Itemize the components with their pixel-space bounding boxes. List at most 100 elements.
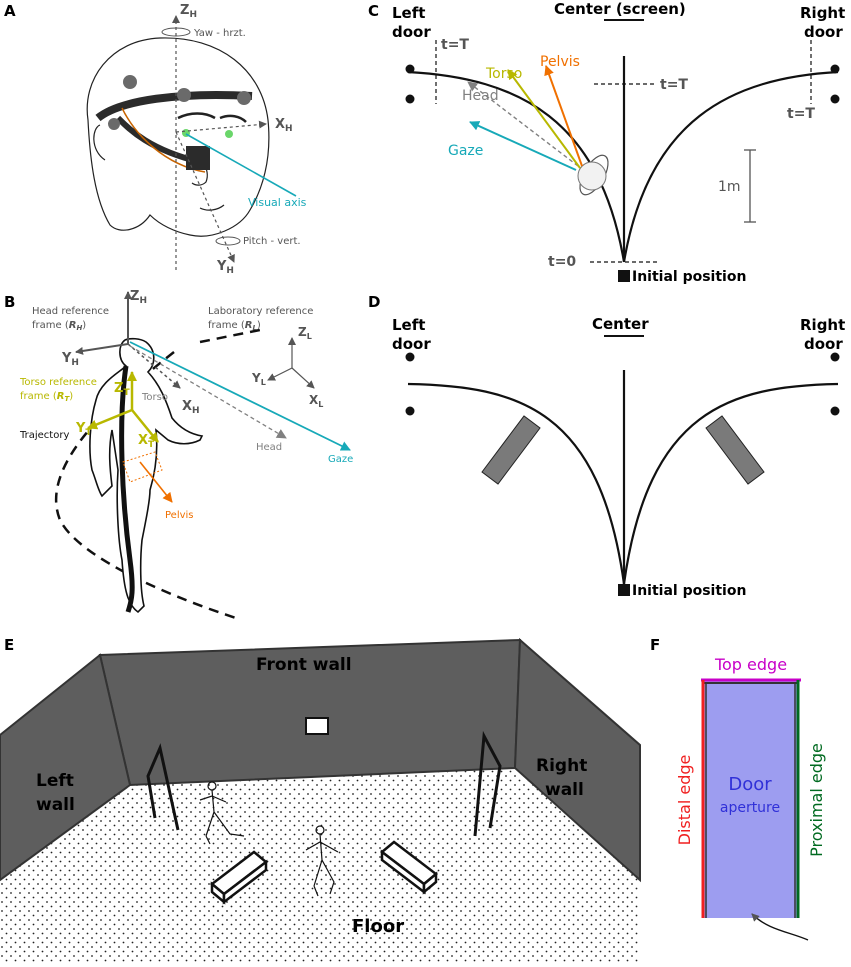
b-torso-label: Torso xyxy=(141,392,168,403)
mouth-outline xyxy=(199,204,225,211)
trajectory-label: Trajectory xyxy=(19,430,69,441)
right-obstacle-box xyxy=(379,840,439,895)
top-edge-label: Top edge xyxy=(714,655,787,674)
c-gaze-label: Gaze xyxy=(448,143,483,159)
c-head-label: Head xyxy=(462,88,499,104)
visual-axis-line xyxy=(185,133,297,197)
body-shadow xyxy=(119,365,135,613)
door-aperture-rect xyxy=(703,680,798,918)
distal-edge-label: Distal edge xyxy=(675,755,694,846)
lab-x-label: XL xyxy=(309,393,323,409)
a-x-label: XH xyxy=(275,117,293,134)
panel-b-letter: B xyxy=(4,293,15,311)
c-torso-label: Torso xyxy=(485,66,522,82)
lab-frame-label-2: frame (RL) xyxy=(208,320,261,332)
lab-x-axis xyxy=(291,367,315,389)
b-yh-axis xyxy=(75,343,129,355)
panel-b: B ZH YH XH Head reference frame (RH) Lab… xyxy=(4,289,353,620)
body-silhouette xyxy=(89,337,204,614)
c-left-door-label-1: Left xyxy=(392,4,425,22)
c-center-tT-label: t=T xyxy=(660,77,688,93)
panel-f-letter: F xyxy=(650,636,660,654)
f-entry-arrow xyxy=(751,913,809,941)
b-pelvis-arrow xyxy=(139,461,173,503)
visual-axis-label: Visual axis xyxy=(248,196,307,209)
c-initial-label: Initial position xyxy=(632,269,746,285)
c-center-label: Center (screen) xyxy=(554,0,686,18)
right-wall-label-1: Right xyxy=(536,756,587,776)
c-pelvis-arrow xyxy=(544,65,583,167)
d-left-door-label-1: Left xyxy=(392,316,425,334)
c-initial-marker xyxy=(618,270,630,282)
pelvis-frame xyxy=(122,451,163,483)
left-wall-label-2: wall xyxy=(36,795,75,815)
panel-c-letter: C xyxy=(368,2,379,20)
right-wall-label-2: wall xyxy=(545,780,584,800)
eye-right xyxy=(225,130,233,138)
c-head-circle xyxy=(577,161,607,191)
marker-4 xyxy=(108,118,120,130)
right-wall xyxy=(513,637,641,883)
stick-figure-back xyxy=(199,781,245,845)
torso-frame-label-1: Torso reference xyxy=(19,377,97,388)
yaw-rotation-icon xyxy=(161,27,191,37)
lab-frame-label-1: Laboratory reference xyxy=(208,306,313,317)
d-right-obstacle xyxy=(705,415,765,485)
head-frame-label-1: Head reference xyxy=(32,306,109,317)
b-yt-axis xyxy=(87,408,133,430)
head-outline xyxy=(86,37,270,237)
d-right-door-post-1 xyxy=(830,352,840,362)
c-left-tT-label: t=T xyxy=(441,37,469,53)
c-left-path xyxy=(407,70,626,263)
lab-y-label: YL xyxy=(251,371,266,387)
c-right-door-label-2: door xyxy=(804,23,843,41)
d-initial-marker xyxy=(618,584,630,596)
c-torso-arrow xyxy=(507,69,581,169)
proximal-edge-label: Proximal edge xyxy=(807,743,826,857)
c-right-door-label-1: Right xyxy=(800,4,845,22)
c-head-arrow xyxy=(467,81,579,167)
b-xt-axis xyxy=(131,409,159,443)
headband xyxy=(95,90,253,122)
panel-d-letter: D xyxy=(368,293,380,311)
left-wall xyxy=(0,653,132,882)
door-label: Door xyxy=(728,774,772,795)
yaw-label: Yaw - hrzt. xyxy=(193,28,246,39)
d-right-door-label-1: Right xyxy=(800,316,845,334)
left-obstacle-box xyxy=(209,850,269,905)
pitch-rotation-icon xyxy=(215,236,241,246)
b-xh-axis xyxy=(127,343,181,389)
right-door-frame xyxy=(473,730,502,837)
d-right-door-post-2 xyxy=(830,406,840,416)
panel-a: A ZH XH YH Yaw - hrzt. Pitch - vert. Vis… xyxy=(4,2,307,276)
d-left-path xyxy=(407,382,626,585)
stick-figure-front xyxy=(305,825,339,897)
b-head-label: Head xyxy=(256,442,282,453)
d-left-obstacle xyxy=(481,415,541,485)
eye-camera xyxy=(186,146,210,170)
d-left-door-post-1 xyxy=(405,352,415,362)
d-center-label: Center xyxy=(592,315,649,333)
b-xt-label: XT xyxy=(138,433,155,450)
d-initial-label: Initial position xyxy=(632,583,746,599)
aperture-label: aperture xyxy=(720,800,780,816)
eyebrow-left xyxy=(177,112,216,120)
b-pelvis-label: Pelvis xyxy=(165,510,194,521)
pitch-label: Pitch - vert. xyxy=(243,236,301,247)
ear-outline xyxy=(93,124,106,161)
trajectory-tail xyxy=(199,328,261,344)
marker-2 xyxy=(177,88,191,102)
floor-label: Floor xyxy=(352,916,404,937)
left-wall-label-1: Left xyxy=(36,771,74,791)
b-yh-label: YH xyxy=(61,351,79,368)
c-t0-label: t=0 xyxy=(548,254,576,270)
screen-on-front-wall xyxy=(305,717,329,735)
left-door-frame xyxy=(146,743,180,831)
panel-a-letter: A xyxy=(4,2,16,20)
x-axis-line xyxy=(175,120,267,133)
d-right-door-label-2: door xyxy=(804,335,843,353)
d-left-door-label-2: door xyxy=(392,335,431,353)
marker-3 xyxy=(237,91,251,105)
b-zh-label: ZH xyxy=(130,289,147,306)
